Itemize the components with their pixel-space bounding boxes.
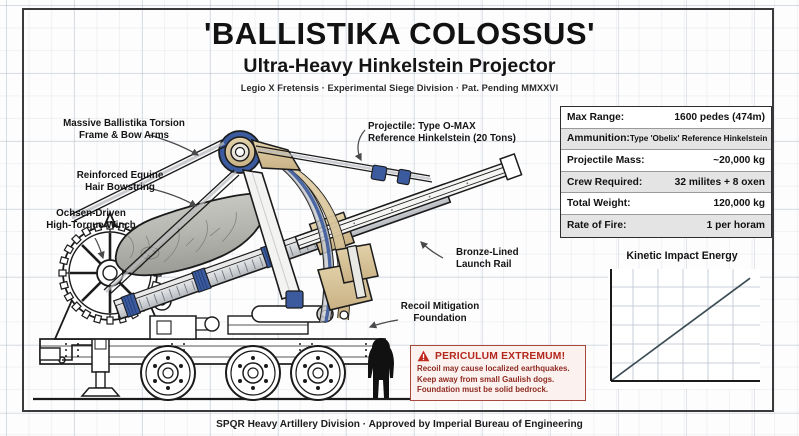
- callout-bowstring: Reinforced Equine Hair Bowstring: [76, 170, 164, 194]
- title-block: 'BALLISTIKA COLOSSUS' Ultra-Heavy Hinkel…: [0, 16, 799, 93]
- warning-title: PERICULUM EXTREMUM!: [435, 350, 566, 362]
- spec-label: Projectile Mass:: [567, 154, 645, 166]
- page-title: 'BALLISTIKA COLOSSUS': [204, 16, 595, 51]
- spec-label: Rate of Fire:: [567, 220, 627, 232]
- spec-label: Total Weight:: [567, 198, 631, 210]
- footer-approval-line: SPQR Heavy Artillery Division · Approved…: [216, 419, 583, 430]
- warning-line: Foundation must be solid bedrock.: [417, 385, 549, 394]
- chart-line-series: [610, 277, 751, 382]
- table-row: Ammunition: Type 'Obelix' Reference Hink…: [561, 128, 771, 151]
- page-subtitle: Ultra-Heavy Hinkelstein Projector: [243, 54, 556, 77]
- chart-title: Kinetic Impact Energy: [626, 250, 738, 262]
- table-row: Projectile Mass: ~20,000 kg: [561, 150, 771, 172]
- kinetic-impact-energy-chart: Kinetic Impact Energy: [596, 250, 768, 400]
- credit-line: Legio X Fretensis · Experimental Siege D…: [240, 82, 559, 93]
- spec-value: 120,000 kg: [713, 198, 765, 210]
- spec-value: ~20,000 kg: [713, 154, 765, 166]
- warning-body: Recoil may cause localized earthquakes. …: [417, 364, 579, 396]
- table-row: Crew Required: 32 milites + 8 oxen: [561, 171, 771, 194]
- callout-launch-rail: Bronze-Lined Launch Rail: [456, 247, 519, 271]
- chart-plot-area: [608, 269, 760, 389]
- table-row: Total Weight: 120,000 kg: [561, 193, 771, 215]
- spec-value: Type 'Obelix' Reference Hinkelstein: [629, 134, 768, 144]
- warning-header: PERICULUM EXTREMUM!: [417, 350, 579, 362]
- chart-gridlines: [611, 269, 760, 381]
- callout-projectile: Projectile: Type O-MAX Reference Hinkels…: [368, 121, 516, 145]
- table-row: Max Range: 1600 pedes (474m): [561, 107, 771, 129]
- spec-label: Crew Required:: [567, 176, 643, 188]
- spec-value: 1600 pedes (474m): [674, 111, 765, 123]
- warning-line: Keep away from small Gaulish dogs.: [417, 374, 555, 384]
- spec-label: Ammunition:: [567, 133, 630, 145]
- spec-value: 32 milites + 8 oxen: [674, 176, 765, 188]
- callout-winch: Ochsen-Driven High-Torque Winch: [46, 208, 136, 232]
- specification-table: Max Range: 1600 pedes (474m) Ammunition:…: [560, 106, 772, 238]
- spec-label: Max Range:: [567, 111, 625, 123]
- table-row: Rate of Fire: 1 per horam: [561, 214, 771, 237]
- callout-torsion-frame: Massive Ballistika Torsion Frame & Bow A…: [63, 118, 185, 142]
- warning-box: PERICULUM EXTREMUM! Recoil may cause loc…: [410, 345, 586, 401]
- spec-value: 1 per horam: [706, 220, 765, 232]
- callout-foundation: Recoil Mitigation Foundation: [400, 301, 480, 325]
- warning-line: Recoil may cause localized earthquakes.: [417, 364, 570, 373]
- warning-triangle-icon: [417, 350, 430, 362]
